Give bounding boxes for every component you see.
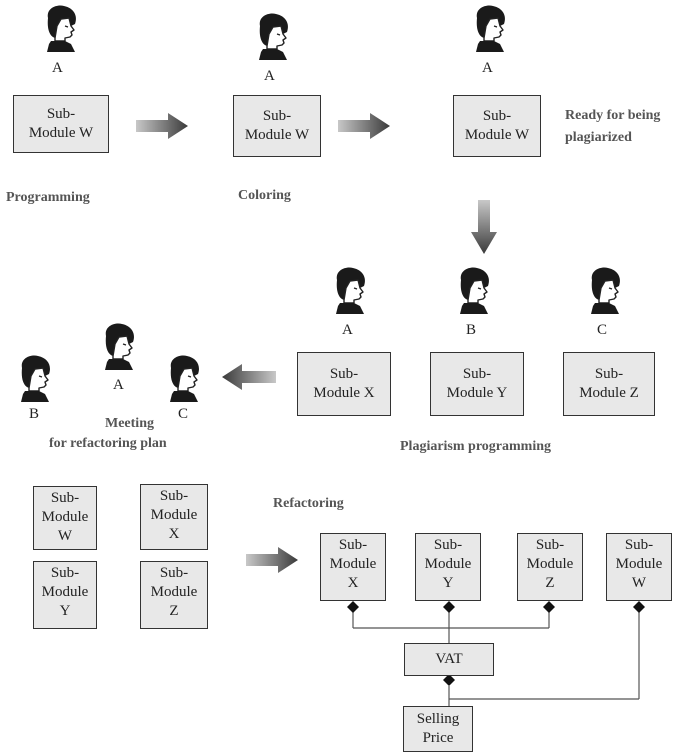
meeting-person-c-label: C (178, 406, 189, 422)
block-arrow-icon (338, 113, 390, 139)
person-head-icon (47, 5, 76, 52)
person-c-plagiarism-icon (585, 266, 625, 314)
submodule-w-programming: Sub- Module W (13, 95, 109, 153)
stage-meeting-label-line1: Meeting (105, 416, 154, 431)
person-head-icon (170, 355, 199, 402)
arrow-right-icon (136, 113, 188, 139)
submodule-w-ready: Sub- Module W (453, 95, 541, 157)
arrow-right-icon (338, 113, 390, 139)
person-head-icon (476, 5, 505, 52)
stage-refactoring-label: Refactoring (273, 496, 344, 511)
person-a-label: A (482, 60, 493, 76)
meeting-person-b-label: B (29, 406, 40, 422)
submodule-y-refactored: Sub- Module Y (415, 533, 481, 601)
diamond-vat (443, 674, 455, 686)
person-b-meeting-icon (15, 354, 55, 402)
stage-meeting-label-line2: for refactoring plan (49, 436, 167, 451)
person-a-label: A (264, 68, 275, 84)
person-a-label: A (52, 60, 63, 76)
submodule-y-stack: Sub- Module Y (33, 561, 97, 629)
stage-ready-label-line2: plagiarized (565, 130, 632, 145)
selling-price-module: Selling Price (403, 706, 473, 752)
submodule-z-refactored: Sub- Module Z (517, 533, 583, 601)
block-arrow-icon (246, 547, 298, 573)
person-head-icon (460, 267, 489, 314)
meeting-person-a-label: A (113, 377, 124, 393)
submodule-w-coloring: Sub- Module W (233, 95, 321, 157)
diamond-y (443, 601, 455, 613)
submodule-x-stack: Sub- Module X (140, 484, 208, 550)
person-head-icon (105, 323, 134, 370)
submodule-x-refactored: Sub- Module X (320, 533, 386, 601)
person-b-label: B (466, 322, 477, 338)
arrow-right-icon (246, 547, 298, 573)
submodule-z-stack: Sub- Module Z (140, 561, 208, 629)
person-head-icon (259, 13, 288, 60)
submodule-x-plagiarism: Sub- Module X (297, 352, 391, 416)
submodule-w-refactored: Sub- Module W (606, 533, 672, 601)
person-a-plagiarism-icon (330, 266, 370, 314)
person-head-icon (336, 267, 365, 314)
diamond-w (633, 601, 645, 613)
person-c-meeting-icon (164, 354, 204, 402)
person-a-ready-icon (470, 4, 510, 52)
person-c-label: C (597, 322, 608, 338)
diamond-z (543, 601, 555, 613)
block-arrow-icon (136, 113, 188, 139)
stage-programming-label: Programming (6, 190, 90, 205)
person-head-icon (21, 355, 50, 402)
person-a-programming-icon (41, 4, 81, 52)
submodule-y-plagiarism: Sub- Module Y (430, 352, 524, 416)
stage-ready-label-line1: Ready for being (565, 108, 661, 123)
block-arrow-icon (471, 200, 497, 254)
submodule-z-plagiarism: Sub- Module Z (563, 352, 655, 416)
submodule-w-stack: Sub- Module W (33, 486, 97, 550)
stage-coloring-label: Coloring (238, 188, 291, 203)
arrow-down-icon (471, 200, 497, 254)
diamond-x (347, 601, 359, 613)
vat-module: VAT (404, 643, 494, 676)
person-head-icon (591, 267, 620, 314)
stage-plagiarism-label: Plagiarism programming (400, 439, 552, 454)
person-b-plagiarism-icon (454, 266, 494, 314)
person-a-meeting-icon (99, 322, 139, 370)
arrow-left-icon (222, 364, 276, 390)
person-a-label: A (342, 322, 353, 338)
person-a-coloring-icon (253, 12, 293, 60)
block-arrow-icon (222, 364, 276, 390)
